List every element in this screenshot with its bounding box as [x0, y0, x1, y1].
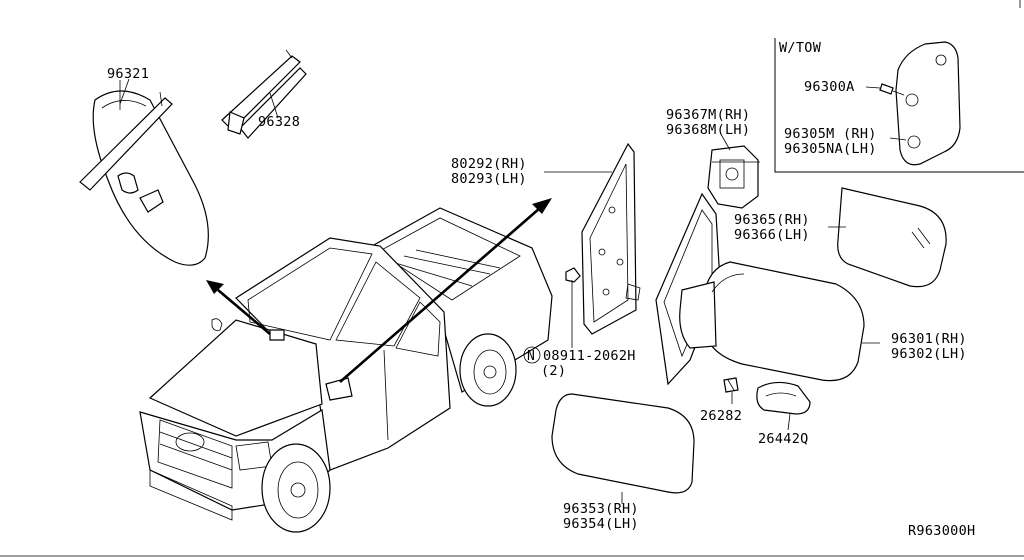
tow-inset: W/TOW 96300A 96305M (RH) 96305NA(LH)	[774, 38, 1024, 173]
pickup-truck	[139, 207, 553, 533]
mirror-cover	[551, 393, 695, 494]
label-inner-mirror: 96321	[107, 66, 149, 82]
side-lamp	[756, 381, 811, 415]
label-motor-lh: 96368M(LH)	[666, 122, 750, 138]
label-nut-qty: (2)	[541, 363, 566, 379]
bracket-hole-bottom	[907, 135, 921, 149]
label-cover-rh: 96353(RH)	[563, 501, 639, 517]
label-motor-rh: 96367M(RH)	[666, 107, 750, 123]
tow-bolt-label: 96300A	[804, 79, 855, 95]
nut-icon	[565, 267, 581, 283]
door-finisher	[581, 142, 641, 335]
label-inner-mirror-bracket: 96328	[258, 114, 300, 130]
arrow-to-side-mirror	[339, 198, 552, 383]
nut-code-circle: N	[523, 346, 541, 364]
label-finisher-lh: 80293(LH)	[451, 171, 527, 187]
inner-mirror	[79, 80, 209, 266]
bracket-hole-mid	[905, 93, 919, 107]
label-side-lamp: 26442Q	[758, 431, 809, 447]
arrow-to-inner-mirror	[206, 280, 271, 335]
bracket-hole-top	[935, 54, 947, 66]
label-bulb: 26282	[700, 408, 742, 424]
label-glass-rh: 96365(RH)	[734, 212, 810, 228]
label-glass-lh: 96366(LH)	[734, 227, 810, 243]
label-assy-lh: 96302(LH)	[891, 346, 967, 362]
bulb-icon	[723, 377, 739, 393]
screw-icon	[879, 83, 905, 96]
mirror-assembly	[679, 261, 865, 382]
tow-title: W/TOW	[779, 40, 822, 56]
label-assy-rh: 96301(RH)	[891, 331, 967, 347]
mirror-glass	[837, 187, 947, 288]
label-nut-part: 08911-2062H	[543, 348, 636, 364]
tow-bracket-label-rh: 96305M (RH)	[784, 126, 877, 142]
nut-code: N	[527, 349, 535, 364]
label-finisher-rh: 80292(RH)	[451, 156, 527, 172]
label-cover-lh: 96354(LH)	[563, 516, 639, 532]
diagram-id: R963000H	[908, 523, 975, 539]
tow-bracket-label-lh: 96305NA(LH)	[784, 141, 877, 157]
tow-bracket-plate	[895, 41, 961, 166]
mirror-motor	[707, 145, 760, 209]
